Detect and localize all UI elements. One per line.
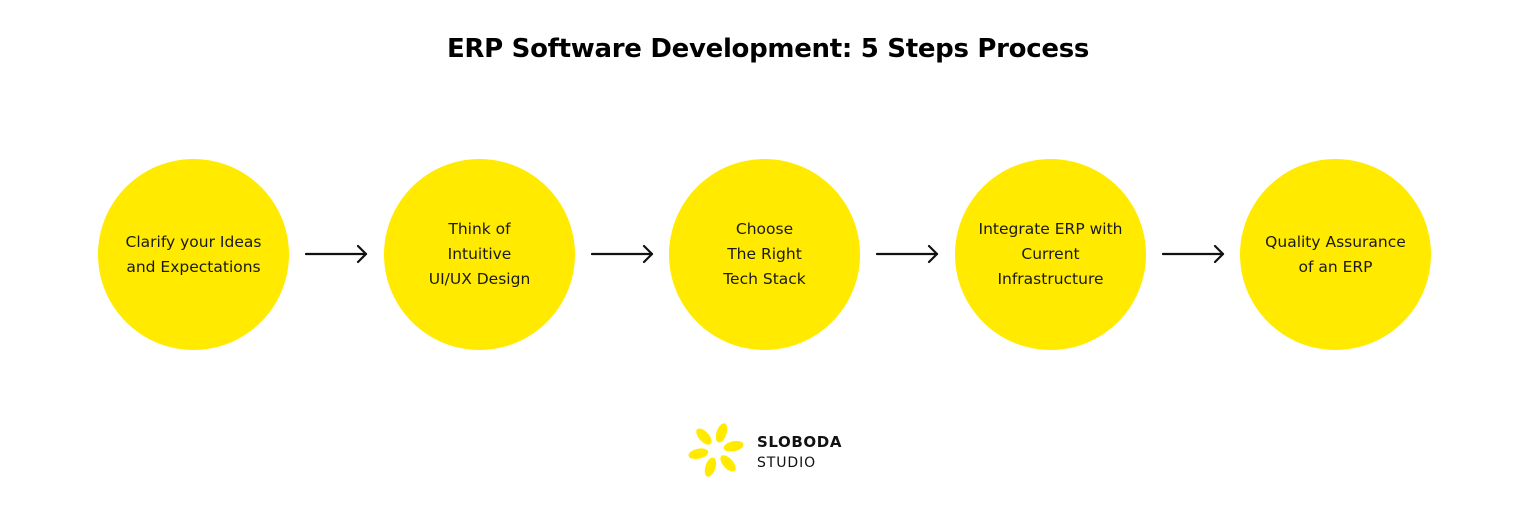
sunflower-petals-icon xyxy=(688,423,744,477)
logo-subtitle: STUDIO xyxy=(757,455,817,471)
arrow-3-icon xyxy=(876,244,939,264)
arrow-2-icon xyxy=(591,244,654,264)
step-3-label: Choose The Right Tech Stack xyxy=(723,220,806,288)
arrow-1-icon xyxy=(305,244,368,264)
sloboda-studio-logo: SLOBODA STUDIO xyxy=(684,418,854,482)
step-4-circle: Integrate ERP with Current Infrastructur… xyxy=(955,159,1146,350)
step-2-circle: Think of Intuitive UI/UX Design xyxy=(384,159,575,350)
step-5-circle: Quality Assurance of an ERP xyxy=(1240,159,1431,350)
arrow-4-icon xyxy=(1162,244,1225,264)
logo-name: SLOBODA xyxy=(757,433,843,451)
step-4-label: Integrate ERP with Current Infrastructur… xyxy=(978,220,1123,288)
step-2-label: Think of Intuitive UI/UX Design xyxy=(428,220,531,288)
step-3-circle: Choose The Right Tech Stack xyxy=(669,159,860,350)
step-1-circle: Clarify your Ideas and Expectations xyxy=(98,159,289,350)
step-5-label: Quality Assurance of an ERP xyxy=(1265,232,1406,276)
diagram-title: ERP Software Development: 5 Steps Proces… xyxy=(446,34,1090,64)
step-1-label: Clarify your Ideas and Expectations xyxy=(125,232,262,276)
